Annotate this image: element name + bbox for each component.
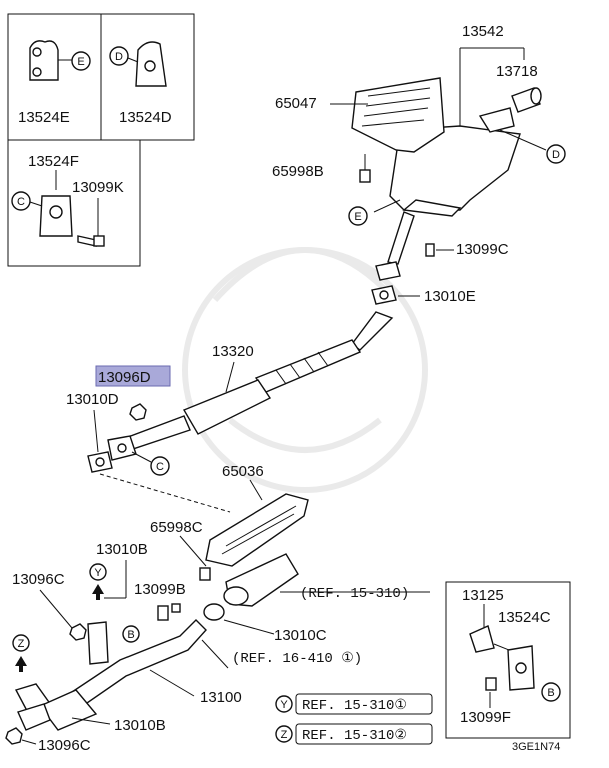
part-label-65036[interactable]: 65036 bbox=[222, 463, 264, 480]
part-label-13099k[interactable]: 13099K bbox=[72, 179, 124, 196]
part-label-13524e[interactable]: 13524E bbox=[18, 109, 70, 126]
svg-text:B: B bbox=[127, 629, 134, 641]
svg-text:C: C bbox=[156, 461, 164, 473]
ref-16-410[interactable]: (REF. 16-410 ①) bbox=[232, 651, 362, 667]
arrow-up-z-icon bbox=[15, 656, 27, 672]
callout-d-top-left: D bbox=[109, 46, 139, 66]
ref-box-z[interactable]: Z REF. 15-310② bbox=[275, 723, 433, 745]
part-label-13010e[interactable]: 13010E bbox=[424, 288, 476, 305]
diagram-code: 3GE1N74 bbox=[512, 741, 560, 753]
bolt-13099k-icon[interactable] bbox=[77, 198, 105, 247]
callout-e-muffler: E bbox=[348, 206, 368, 226]
part-label-13542[interactable]: 13542 bbox=[462, 23, 504, 40]
callout-c-center: C bbox=[131, 451, 170, 476]
intermediate-pipe[interactable] bbox=[375, 211, 415, 281]
svg-text:D: D bbox=[115, 51, 123, 63]
bolt-13099b-icon[interactable] bbox=[157, 603, 181, 621]
part-label-13524f[interactable]: 13524F bbox=[28, 153, 79, 170]
svg-text:Z: Z bbox=[18, 638, 25, 650]
heat-shield-65036[interactable] bbox=[205, 493, 309, 567]
gasket-13010e-icon[interactable] bbox=[371, 285, 397, 305]
center-pipe-13320[interactable] bbox=[119, 311, 394, 453]
svg-text:Y: Y bbox=[280, 699, 288, 711]
part-label-13100[interactable]: 13100 bbox=[200, 689, 242, 706]
part-label-13010c[interactable]: 13010C bbox=[274, 627, 327, 644]
flange-front-icon[interactable] bbox=[107, 435, 137, 461]
callout-z: Z bbox=[12, 634, 30, 652]
callout-b-inset: B bbox=[541, 682, 561, 702]
svg-text:E: E bbox=[354, 211, 361, 223]
hanger-13524f-icon[interactable] bbox=[39, 195, 73, 237]
part-label-13010b-bot[interactable]: 13010B bbox=[114, 717, 166, 734]
bolt-13099f-icon[interactable] bbox=[485, 677, 497, 691]
nut-65998c-icon[interactable] bbox=[199, 567, 211, 581]
bolt-13099c-icon[interactable] bbox=[425, 243, 435, 257]
nut-13096c-top-icon[interactable] bbox=[69, 623, 87, 641]
part-label-65998b[interactable]: 65998B bbox=[272, 163, 324, 180]
gasket-13010c-icon[interactable] bbox=[203, 603, 225, 621]
gasket-13010d-icon[interactable] bbox=[87, 451, 113, 473]
hanger-13524d-icon[interactable] bbox=[135, 41, 167, 87]
part-label-13096d[interactable]: 13096D bbox=[98, 369, 151, 386]
nut-13096d-icon[interactable] bbox=[129, 403, 147, 421]
callout-b-front: B bbox=[122, 625, 140, 643]
svg-text:Y: Y bbox=[94, 567, 102, 579]
svg-text:REF. 15-310①: REF. 15-310① bbox=[302, 698, 407, 714]
part-label-13718[interactable]: 13718 bbox=[496, 63, 538, 80]
svg-text:E: E bbox=[77, 56, 84, 68]
hanger-13524e-icon[interactable] bbox=[29, 40, 72, 81]
part-label-65047[interactable]: 65047 bbox=[275, 95, 317, 112]
inset-box-bottom-right bbox=[445, 581, 571, 739]
hanger-13524c-icon[interactable] bbox=[507, 645, 535, 691]
callout-c-inset: C bbox=[11, 191, 43, 211]
svg-text:B: B bbox=[547, 687, 554, 699]
part-label-13099b[interactable]: 13099B bbox=[134, 581, 186, 598]
catalytic-converter[interactable] bbox=[223, 553, 299, 607]
tail-pipe-tip-icon[interactable] bbox=[511, 87, 542, 113]
part-label-13010d[interactable]: 13010D bbox=[66, 391, 119, 408]
svg-text:D: D bbox=[552, 149, 560, 161]
highlight-13096d bbox=[95, 365, 171, 387]
part-label-13096c-top[interactable]: 13096C bbox=[12, 571, 65, 588]
svg-text:REF. 15-310②: REF. 15-310② bbox=[302, 728, 407, 744]
arrow-up-y-icon bbox=[92, 584, 104, 600]
bracket-13125-icon[interactable] bbox=[469, 625, 515, 653]
part-label-13010b-top[interactable]: 13010B bbox=[96, 541, 148, 558]
part-label-13099f[interactable]: 13099F bbox=[460, 709, 511, 726]
callout-d-muffler: D bbox=[546, 144, 566, 164]
heat-shield-65047[interactable] bbox=[351, 77, 445, 153]
part-label-13524d[interactable]: 13524D bbox=[119, 109, 172, 126]
svg-text:C: C bbox=[17, 196, 25, 208]
watermark-emblem bbox=[182, 247, 428, 493]
front-pipe-13100[interactable] bbox=[14, 619, 207, 731]
svg-text:Z: Z bbox=[281, 729, 288, 741]
callout-e-top-left: E bbox=[71, 51, 91, 71]
part-label-13096c-bot[interactable]: 13096C bbox=[38, 737, 91, 754]
ref-box-y[interactable]: Y REF. 15-310① bbox=[275, 693, 433, 715]
callout-y: Y bbox=[89, 563, 107, 581]
part-label-13320[interactable]: 13320 bbox=[212, 343, 254, 360]
ref-15-310-main[interactable]: (REF. 15-310) bbox=[300, 586, 409, 602]
part-label-13125[interactable]: 13125 bbox=[462, 587, 504, 604]
nut-13096c-bot-icon[interactable] bbox=[5, 727, 23, 745]
nut-65998b-icon[interactable] bbox=[359, 154, 371, 183]
part-label-13524c[interactable]: 13524C bbox=[498, 609, 551, 626]
inset-box-top-left bbox=[7, 13, 195, 267]
part-label-65998c[interactable]: 65998C bbox=[150, 519, 203, 536]
part-label-13099c[interactable]: 13099C bbox=[456, 241, 509, 258]
